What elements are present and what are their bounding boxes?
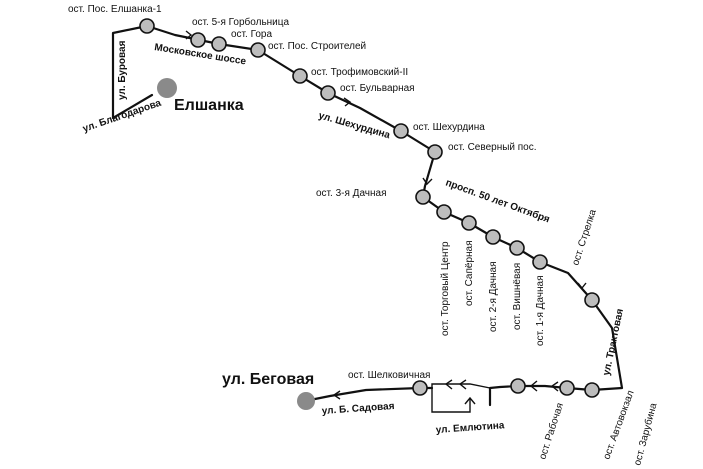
stop-label-elshanka-1: ост. Пос. Елшанка-1 — [68, 4, 162, 15]
stop-label-strelka: ост. Стрелка — [570, 208, 599, 267]
stop-torgovy-tsentr[interactable] — [436, 204, 452, 220]
stop-2-dachnaya[interactable] — [485, 229, 501, 245]
stop-label-5-gorbolnitsa: ост. 5-я Горбольница — [192, 16, 289, 28]
direction-arrow-icon — [444, 379, 453, 390]
direction-arrow-icon — [185, 30, 193, 40]
direction-arrow-icon — [343, 97, 352, 107]
stop-label-bulvarnaya: ост. Бульварная — [340, 83, 415, 94]
stop-strelka[interactable] — [584, 292, 600, 308]
terminal-elshanka-label: Елшанка — [174, 97, 244, 114]
terminal-begovaya-dot — [297, 392, 315, 410]
stop-3-dachnaya[interactable] — [415, 189, 431, 205]
stop-1-dachnaya[interactable] — [532, 254, 548, 270]
stop-label-shelkovichnaya: ост. Шелковичная — [348, 370, 430, 381]
stop-shekhurdina[interactable] — [393, 123, 409, 139]
stop-label-3-dachnaya: ост. 3-я Дачная — [316, 188, 387, 199]
stop-label-shekhurdina: ост. Шехурдина — [413, 122, 485, 133]
street-label-burovaya: ул. Буровая — [117, 40, 128, 100]
terminal-elshanka-dot — [157, 78, 177, 98]
street-label-shekhurdina: ул. Шехурдина — [317, 110, 391, 141]
stop-label-trofimovsky-2: ост. Трофимовский-II — [311, 66, 408, 78]
stop-pos-stroitelei[interactable] — [250, 42, 266, 58]
direction-arrow-icon — [458, 379, 467, 390]
street-label-emlyutina: ул. Емлютина — [435, 420, 505, 436]
street-label-blagodarova: ул. Благодарова — [81, 98, 163, 135]
street-label-bsadovaya: ул. Б. Садовая — [321, 401, 395, 417]
stop-label-zarubina: ост. Зарубина — [631, 401, 659, 466]
stop-label-vishnevaya: ост. Вишнёвая — [512, 263, 523, 330]
stop-elshanka-1[interactable] — [139, 18, 155, 34]
stop-label-rabochaya: ост. Рабочая — [536, 401, 566, 461]
stop-trofimovsky-2[interactable] — [292, 68, 308, 84]
stop-avtovokzal[interactable] — [559, 380, 575, 396]
stop-label-2-dachnaya: ост. 2-я Дачная — [488, 262, 499, 333]
stop-label-1-dachnaya: ост. 1-я Дачная — [535, 276, 546, 347]
stop-vishnevaya[interactable] — [509, 240, 525, 256]
direction-arrow-icon — [529, 380, 538, 392]
stop-zarubina[interactable] — [584, 382, 600, 398]
stop-label-sapernaya: ост. Сапёрная — [464, 240, 475, 306]
route-segment-traktovaya — [590, 298, 624, 392]
stop-5-gorbolnitsa[interactable] — [190, 32, 206, 48]
route-segment-burovaya — [111, 24, 154, 120]
direction-arrow-icon — [577, 282, 587, 290]
stop-shelkovichnaya[interactable] — [412, 380, 428, 396]
stop-label-pos-stroitelei: ост. Пос. Строителей — [268, 41, 366, 52]
stop-severny-pos[interactable] — [427, 144, 443, 160]
stop-sapernaya[interactable] — [461, 215, 477, 231]
stop-label-avtovokzal: ост. Автовокзал — [601, 389, 636, 461]
terminal-begovaya-label: ул. Беговая — [222, 371, 314, 388]
stop-gora[interactable] — [211, 36, 227, 52]
direction-arrow-icon — [464, 396, 476, 405]
route-segment-emlyutina-loop — [431, 383, 491, 413]
stop-rabochaya[interactable] — [510, 378, 526, 394]
stop-label-gora: ост. Гора — [231, 29, 272, 40]
route-segment-south — [488, 384, 594, 407]
stop-label-torgovy-tsentr: ост. Торговый Центр — [440, 241, 451, 336]
direction-arrow-icon — [422, 177, 433, 186]
direction-arrow-icon — [550, 381, 559, 392]
stop-label-severny-pos: ост. Северный пос. — [448, 142, 537, 153]
stop-bulvarnaya[interactable] — [320, 85, 336, 101]
direction-arrow-icon — [332, 390, 341, 400]
